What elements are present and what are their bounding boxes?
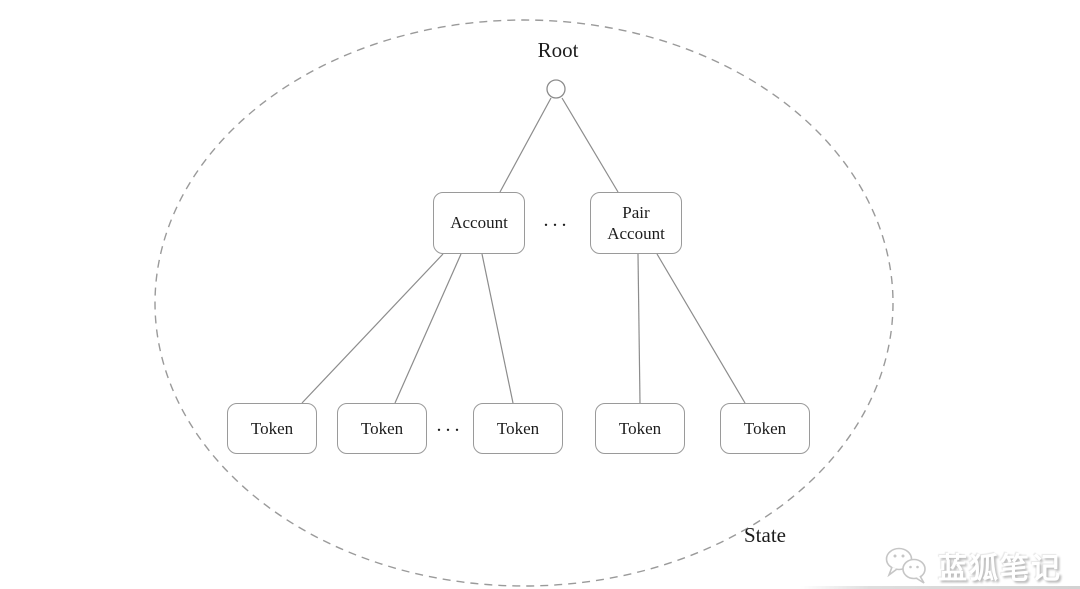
ellipsis-between-tokens: ...	[436, 414, 464, 436]
edge-account-to-token-3	[481, 253, 514, 404]
node-pair-account-label: Pair Account	[607, 202, 665, 243]
node-account-label: Account	[450, 213, 508, 233]
watermark: 蓝狐笔记	[884, 545, 1062, 587]
root-node-circle	[546, 79, 566, 99]
edge-pair-account-to-token-4	[637, 253, 641, 404]
ellipsis-between-accounts: ...	[543, 208, 571, 231]
edge-account-to-token-2	[394, 253, 462, 404]
wechat-chat-bubbles-icon	[885, 547, 926, 584]
node-token-3: Token	[473, 403, 563, 454]
node-pair-account: Pair Account	[590, 192, 682, 254]
state-boundary-ellipse	[154, 19, 894, 587]
watermark-underline	[800, 586, 1080, 589]
node-token-2: Token	[337, 403, 427, 454]
node-token-1: Token	[227, 403, 317, 454]
node-token-1-label: Token	[250, 418, 294, 438]
watermark-text: 蓝狐笔记	[937, 553, 1062, 585]
edge-pair-account-to-token-5	[656, 253, 746, 404]
node-token-5-label: Token	[743, 418, 787, 438]
edge-root-to-account	[499, 97, 552, 193]
node-token-4: Token	[595, 403, 685, 454]
node-token-2-label: Token	[360, 418, 404, 438]
node-token-5: Token	[720, 403, 810, 454]
state-label: State	[744, 523, 786, 547]
node-token-4-label: Token	[618, 418, 662, 438]
node-account: Account	[433, 192, 525, 254]
edge-root-to-pair-account	[561, 97, 619, 193]
node-token-3-label: Token	[496, 418, 540, 438]
edge-account-to-token-1	[301, 253, 444, 404]
root-label: Root	[537, 38, 579, 62]
